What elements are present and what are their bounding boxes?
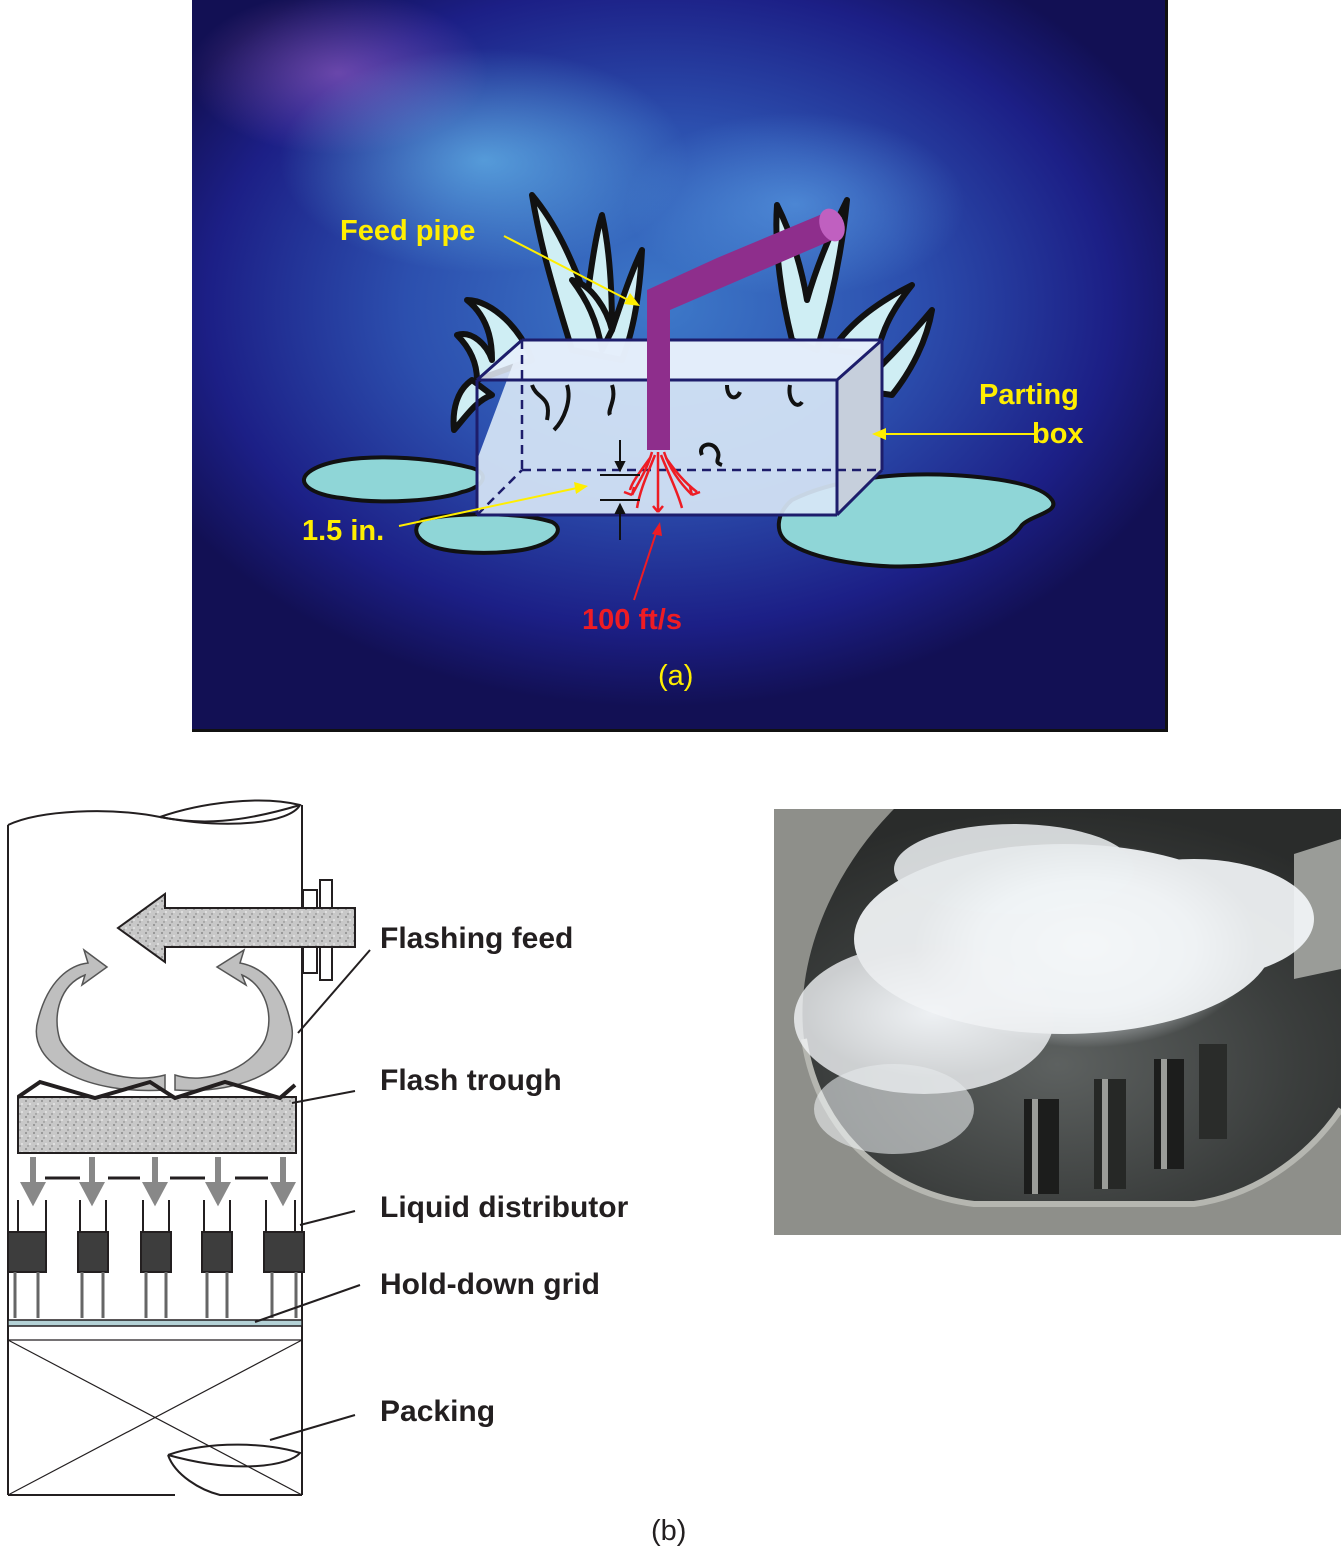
packing bbox=[7, 1339, 303, 1496]
puddle-left bbox=[302, 455, 485, 504]
parting-box-drawing bbox=[302, 192, 1056, 601]
flash-vapor-arrows bbox=[35, 948, 293, 1092]
trough-drip-arrows bbox=[20, 1157, 296, 1207]
label-velocity: 100 ft/s bbox=[582, 604, 682, 636]
label-flash-trough: Flash trough bbox=[380, 1064, 562, 1097]
label-box: box bbox=[1032, 418, 1084, 450]
caption-b: (b) bbox=[651, 1515, 687, 1547]
photo-foam bbox=[794, 824, 1314, 1154]
column-diagram: Flashing feed Flash trough Liquid distri… bbox=[0, 795, 740, 1510]
label-parting: Parting bbox=[979, 379, 1079, 411]
photo-distributor-slots bbox=[1024, 1044, 1227, 1194]
label-flashing-feed: Flashing feed bbox=[380, 922, 574, 955]
liquid-distributor bbox=[7, 1200, 305, 1318]
velocity-jet bbox=[623, 451, 701, 513]
flashing-feed-arrow bbox=[116, 892, 356, 964]
flash-trough-photo bbox=[774, 809, 1341, 1235]
gap-dimension bbox=[600, 440, 640, 540]
label-hold-down-grid: Hold-down grid bbox=[380, 1268, 600, 1301]
feed-pipe bbox=[647, 208, 845, 450]
flash-trough bbox=[16, 1079, 297, 1154]
label-packing: Packing bbox=[380, 1395, 496, 1428]
label-gap: 1.5 in. bbox=[302, 515, 385, 547]
box-drips bbox=[530, 384, 804, 467]
photo-vessel-rim bbox=[774, 809, 1341, 1235]
parting-box bbox=[475, 338, 884, 517]
photo-feed-pipe bbox=[1294, 839, 1341, 979]
panel-a-illustration: Feed pipe Parting box 1.5 in. 100 ft/s (… bbox=[192, 0, 1168, 732]
caption-a: (a) bbox=[658, 660, 694, 692]
label-liquid-distributor: Liquid distributor bbox=[380, 1191, 629, 1224]
label-leaders bbox=[398, 235, 1035, 601]
hold-down-grid bbox=[7, 1319, 303, 1327]
puddle-bottom-left bbox=[414, 512, 560, 555]
label-feed-pipe: Feed pipe bbox=[340, 215, 476, 247]
b-leader-lines bbox=[254, 949, 371, 1441]
